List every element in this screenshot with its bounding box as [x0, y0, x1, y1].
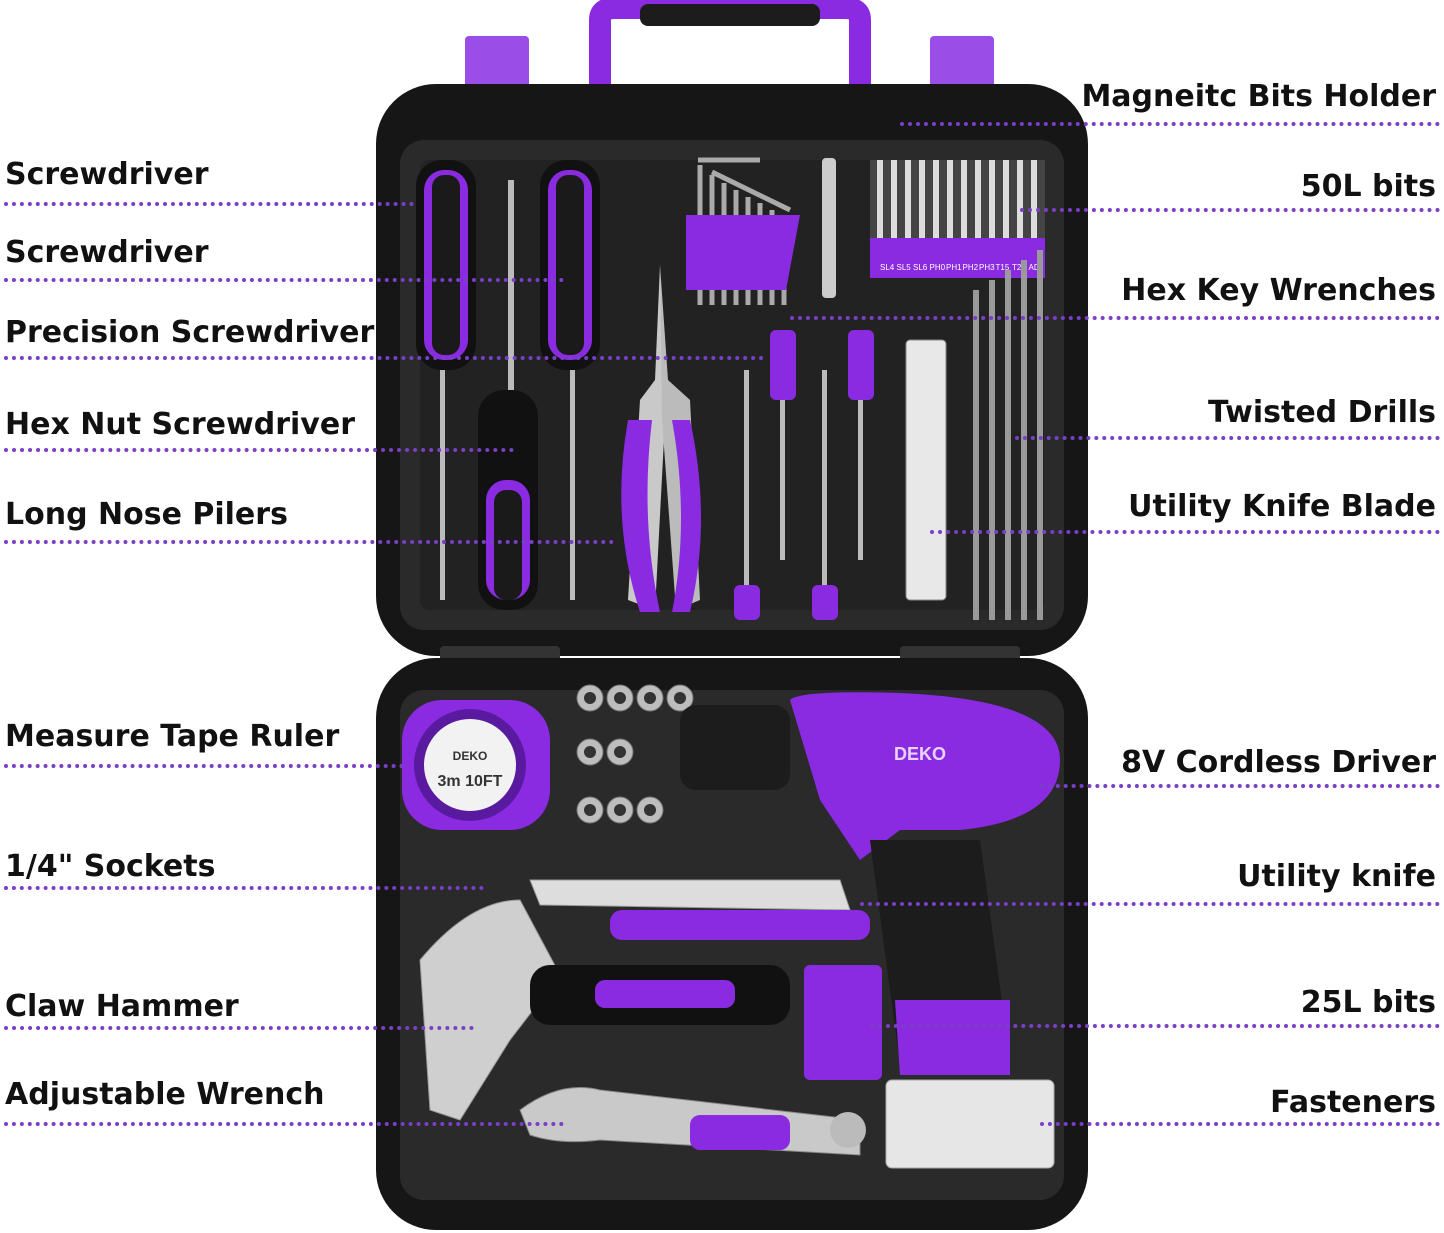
bit-label: PH0	[930, 263, 946, 272]
screwdrivers	[416, 160, 600, 610]
label-fasteners: Fasteners	[1270, 1085, 1436, 1120]
leader-fasteners	[1040, 1122, 1440, 1126]
bits-holder-50l	[870, 160, 1045, 278]
leader-hex-key-wrenches	[790, 316, 1440, 320]
socket-hole	[644, 692, 656, 704]
leader-measure-tape-ruler	[4, 764, 404, 768]
bits-holder-25l	[804, 965, 882, 1080]
cordless-driver	[680, 692, 1060, 1075]
socket-hole	[614, 804, 626, 816]
label-hex-nut-screwdriver: Hex Nut Screwdriver	[5, 407, 355, 442]
utility-knife	[529, 879, 870, 940]
label-adjustable-wrench: Adjustable Wrench	[5, 1077, 325, 1112]
bit-label: T15	[996, 263, 1010, 272]
sockets	[576, 684, 694, 824]
tape-brand-text: DEKO	[453, 749, 488, 763]
bit-label: AD	[1029, 263, 1040, 272]
label-twisted-drills: Twisted Drills	[1207, 395, 1436, 430]
bit-label: PH1	[946, 263, 962, 272]
leader-screwdriver-2	[4, 278, 564, 282]
measure-tape-ruler	[402, 700, 550, 830]
twisted-drills	[973, 250, 1043, 620]
label-measure-tape-ruler: Measure Tape Ruler	[5, 719, 340, 754]
hex-key-wrenches	[686, 157, 800, 305]
socket-hole	[674, 692, 686, 704]
label-magnetic-bits-holder: Magneitc Bits Holder	[1081, 79, 1436, 114]
driver-brand-text: DEKO	[894, 744, 946, 764]
label-long-nose-pliers: Long Nose Pilers	[5, 497, 288, 532]
socket-hole	[644, 804, 656, 816]
leader-50l-bits	[1020, 208, 1440, 212]
precision-screwdrivers	[734, 330, 874, 620]
socket-hole	[584, 804, 596, 816]
fasteners-box	[885, 1079, 1055, 1169]
leader-twisted-drills	[1015, 436, 1440, 440]
magnetic-bits-holder	[822, 158, 836, 298]
label-claw-hammer: Claw Hammer	[5, 989, 239, 1024]
label-screwdriver-2: Screwdriver	[5, 235, 209, 270]
leader-screwdriver-1	[4, 202, 414, 206]
label-sockets: 1/4" Sockets	[5, 849, 216, 884]
leader-magnetic-bits-holder	[900, 122, 1440, 126]
socket-hole	[584, 692, 596, 704]
bit-label: T20	[1012, 263, 1026, 272]
label-utility-knife: Utility knife	[1237, 859, 1436, 894]
label-screwdriver-1: Screwdriver	[5, 157, 209, 192]
socket-hole	[584, 746, 596, 758]
leader-adjustable-wrench	[4, 1122, 564, 1126]
bit-label: SL6	[913, 263, 928, 272]
utility-knife-blade	[905, 339, 947, 601]
bit-label: SL5	[897, 263, 912, 272]
leader-cordless-driver	[1040, 784, 1440, 788]
leader-claw-hammer	[4, 1026, 474, 1030]
socket-hole	[614, 692, 626, 704]
leader-sockets	[4, 886, 484, 890]
adjustable-wrench	[519, 1087, 866, 1156]
leader-utility-knife-blade	[930, 530, 1440, 534]
bit-label: PH3	[979, 263, 995, 272]
socket-hole	[614, 746, 626, 758]
bit-label: PH2	[963, 263, 979, 272]
leader-precision-screwdriver	[4, 356, 764, 360]
tape-size-text: 3m 10FT	[438, 773, 503, 790]
leader-utility-knife	[860, 902, 1440, 906]
label-cordless-driver: 8V Cordless Driver	[1121, 745, 1436, 780]
claw-hammer	[419, 899, 790, 1121]
leader-hex-nut-screwdriver	[4, 448, 514, 452]
leader-25l-bits	[870, 1024, 1440, 1028]
label-50l-bits: 50L bits	[1300, 169, 1436, 204]
leader-long-nose-pliers	[4, 540, 614, 544]
label-utility-knife-blade: Utility Knife Blade	[1128, 489, 1436, 524]
bit-label: SL4	[880, 263, 895, 272]
label-hex-key-wrenches: Hex Key Wrenches	[1121, 273, 1436, 308]
label-25l-bits: 25L bits	[1300, 985, 1436, 1020]
long-nose-pliers	[621, 265, 701, 612]
label-precision-screwdriver: Precision Screwdriver	[5, 315, 375, 350]
